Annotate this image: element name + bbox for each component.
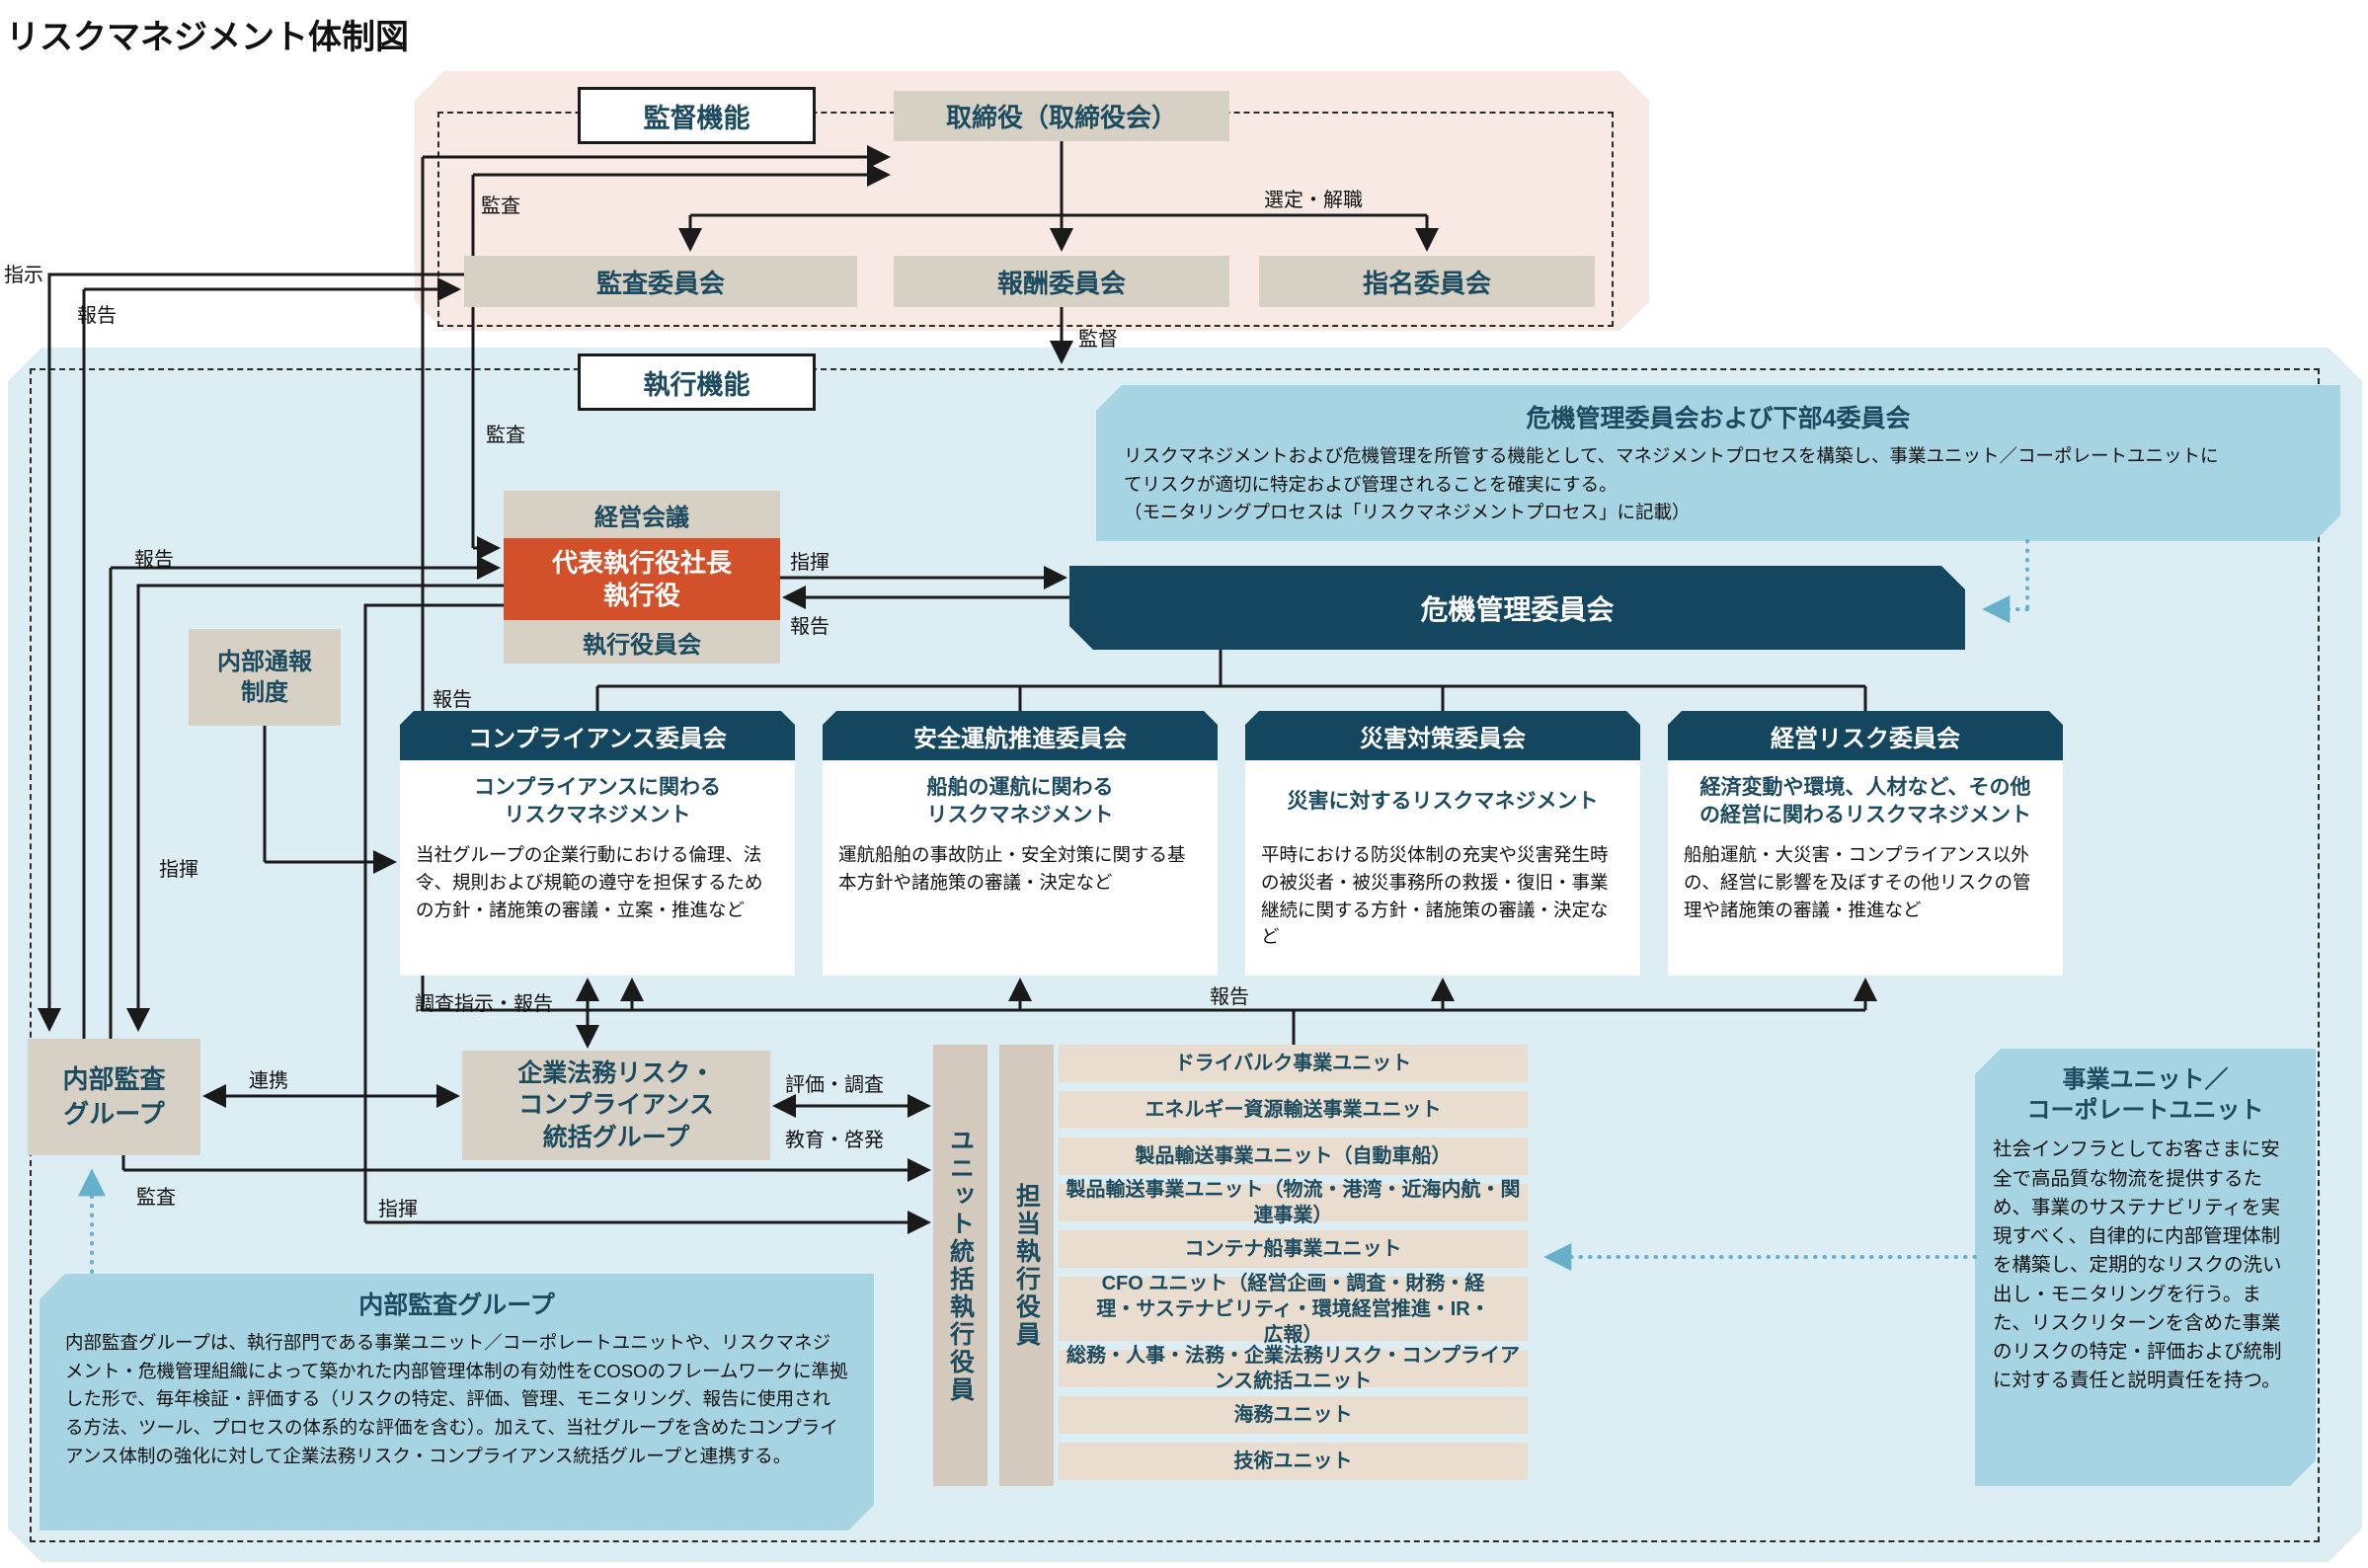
supervisory-function-label-box: 監督機能 [578, 87, 816, 144]
label-command-units: 指揮 [378, 1199, 418, 1220]
label-audit-units: 監査 [136, 1187, 176, 1209]
crisis-info-body: リスクマネジメントおよび危機管理を所管する機能として、マネジメントプロセスを構築… [1124, 445, 2219, 523]
unit-row-product-car: 製品輸送事業ユニット（自動車船） [1059, 1137, 1528, 1175]
safe-navigation-committee-body: 船舶の運航に関わる リスクマネジメント 運航船舶の事故防止・安全対策に関する基本… [823, 760, 1218, 976]
internal-audit-info-box: 内部監査グループ 内部監査グループは、執行部門である事業ユニット／コーポレートユ… [39, 1274, 874, 1530]
label-appoint-dismiss: 選定・解職 [1264, 190, 1363, 211]
executive-officer-in-charge-bar: 担当執行役員 [999, 1045, 1054, 1486]
executive-dashed-border [30, 368, 2320, 1542]
label-report-to-committees: 報告 [1210, 986, 1249, 1008]
executive-officers-meeting-box: 執行役員会 [504, 620, 780, 664]
internal-audit-info-body: 内部監査グループは、執行部門である事業ユニット／コーポレートユニットや、リスクマ… [65, 1332, 848, 1466]
unit-row-technical: 技術ユニット [1059, 1443, 1528, 1480]
business-unit-title-line1: 事業ユニット／ [2062, 1066, 2229, 1093]
crisis-management-committee-box: 危機管理委員会 [1069, 566, 1965, 650]
internal-audit-group-box: 内部監査 グループ [28, 1039, 200, 1155]
compliance-committee-body: コンプライアンスに関わる リスクマネジメント 当社グループの企業行動における倫理… [400, 760, 795, 976]
label-report-from-crisis-committee: 報告 [790, 616, 829, 638]
whistleblowing-line1: 内部通報 [217, 648, 312, 675]
unit-row-product-logistics: 製品輸送事業ユニット（物流・港湾・近海内航・関連事業） [1059, 1179, 1528, 1226]
label-investigate-report: 調査指示・報告 [415, 993, 553, 1015]
executive-function-label-box: 執行機能 [578, 353, 816, 411]
unit-row-container: コンテナ船事業ユニット [1059, 1230, 1528, 1268]
president-executive-officer-box: 代表執行役社長 執行役 [504, 538, 780, 620]
unit-supervising-officer-label: ユニット統括執行役員 [946, 1127, 975, 1404]
management-risk-committee-body: 経済変動や環境、人材など、その他 の経営に関わるリスクマネジメント 船舶運航・大… [1668, 760, 2063, 976]
president-line2: 執行役 [602, 580, 680, 610]
business-unit-info-title: 事業ユニット／ コーポレートユニット [1975, 1064, 2316, 1126]
label-report-to-board: 報告 [433, 689, 472, 711]
compliance-committee-header: コンプライアンス委員会 [400, 711, 795, 760]
management-risk-committee-subtitle: 経済変動や環境、人材など、その他 の経営に関わるリスクマネジメント [1699, 775, 2031, 826]
label-audit-president: 監査 [486, 425, 525, 446]
unit-row-cfo: CFO ユニット（経営企画・調査・財務・経理・サステナビリティ・環境経営推進・I… [1059, 1273, 1528, 1346]
unit-row-marine: 海務ユニット [1059, 1396, 1528, 1434]
legal-risk-compliance-group-box: 企業法務リスク・ コンプライアンス 統括グループ [462, 1051, 770, 1160]
internal-audit-info-title: 内部監査グループ [358, 1292, 555, 1319]
disaster-response-committee-description: 平時における防災体制の充実や災害発生時の被災者・被災事務所の救援・復旧・事業継続… [1261, 844, 1609, 948]
unit-row-general-affairs: 総務・人事・法務・企業法務リスク・コンプライアンス統括ユニット [1059, 1345, 1528, 1392]
disaster-response-committee-subtitle: 災害に対するリスクマネジメント [1287, 789, 1599, 813]
label-audit-board: 監査 [481, 196, 520, 217]
management-risk-committee-description: 船舶運航・大災害・コンプライアンス以外の、経営に影響を及ぼすその他リスクの管理や… [1684, 844, 2031, 920]
management-risk-committee-header: 経営リスク委員会 [1668, 711, 2063, 760]
label-command-internal-audit: 指揮 [159, 859, 198, 881]
label-command-crisis-committee: 指揮 [790, 552, 829, 574]
compliance-committee-description: 当社グループの企業行動における倫理、法令、規則および規範の遵守を担保するための方… [416, 844, 763, 920]
compliance-committee-subtitle: コンプライアンスに関わる リスクマネジメント [473, 775, 722, 826]
officer-in-charge-label: 担当執行役員 [1012, 1182, 1041, 1349]
label-cooperate: 連携 [249, 1070, 288, 1092]
president-line1: 代表執行役社長 [551, 548, 732, 578]
disaster-response-committee-body: 災害に対するリスクマネジメント 平時における防災体制の充実や災害発生時の被災者・… [1245, 760, 1640, 976]
business-unit-info-box: 事業ユニット／ コーポレートユニット 社会インフラとしてお客さまに安全で高品質な… [1975, 1049, 2316, 1486]
legal-group-line2: コンプライアンス [518, 1091, 714, 1120]
business-unit-info-body: 社会インフラとしてお客さまに安全で高品質な物流を提供するため、事業のサステナビリ… [1993, 1138, 2282, 1392]
unit-supervising-executive-officer-bar: ユニット統括執行役員 [933, 1045, 987, 1486]
crisis-committee-info-box: 危機管理委員会および下部4委員会 リスクマネジメントおよび危機管理を所管する機能… [1096, 385, 2340, 541]
whistleblowing-system-box: 内部通報 制度 [189, 629, 341, 726]
label-report-to-audit-committee: 報告 [77, 305, 117, 327]
compensation-committee-box: 報酬委員会 [894, 256, 1229, 307]
business-unit-title-line2: コーポレートユニット [2026, 1097, 2264, 1125]
business-unit-list: ドライバルク事業ユニット エネルギー資源輸送事業ユニット 製品輸送事業ユニット（… [1059, 1045, 1528, 1480]
internal-audit-line2: グループ [63, 1099, 165, 1129]
label-supervise: 監督 [1078, 329, 1118, 351]
nomination-committee-box: 指名委員会 [1259, 256, 1595, 307]
audit-committee-box: 監査委員会 [464, 256, 857, 307]
legal-group-line3: 統括グループ [542, 1123, 690, 1151]
label-educate: 教育・啓発 [785, 1130, 884, 1151]
label-instruction-to-internal-audit: 指示 [4, 265, 43, 286]
whistleblowing-line2: 制度 [241, 679, 288, 706]
unit-row-drybulk: ドライバルク事業ユニット [1059, 1045, 1528, 1082]
label-report-to-president: 報告 [134, 549, 174, 571]
safe-navigation-committee-description: 運航船舶の事故防止・安全対策に関する基本方針や諸施策の審議・決定など [838, 844, 1186, 893]
label-evaluate-survey: 評価・調査 [785, 1074, 884, 1096]
page-title: リスクマネジメント体制図 [6, 19, 409, 56]
disaster-response-committee-header: 災害対策委員会 [1245, 711, 1640, 760]
unit-row-energy: エネルギー資源輸送事業ユニット [1059, 1091, 1528, 1129]
crisis-info-title: 危機管理委員会および下部4委員会 [1526, 405, 1911, 432]
management-meeting-box: 経営会議 [504, 491, 780, 538]
legal-group-line1: 企業法務リスク・ [517, 1058, 715, 1087]
internal-audit-line1: 内部監査 [62, 1063, 166, 1094]
safe-navigation-committee-subtitle: 船舶の運航に関わる リスクマネジメント [926, 775, 1114, 826]
safe-navigation-committee-header: 安全運航推進委員会 [823, 711, 1218, 760]
board-of-directors-box: 取締役（取締役会） [894, 91, 1229, 141]
